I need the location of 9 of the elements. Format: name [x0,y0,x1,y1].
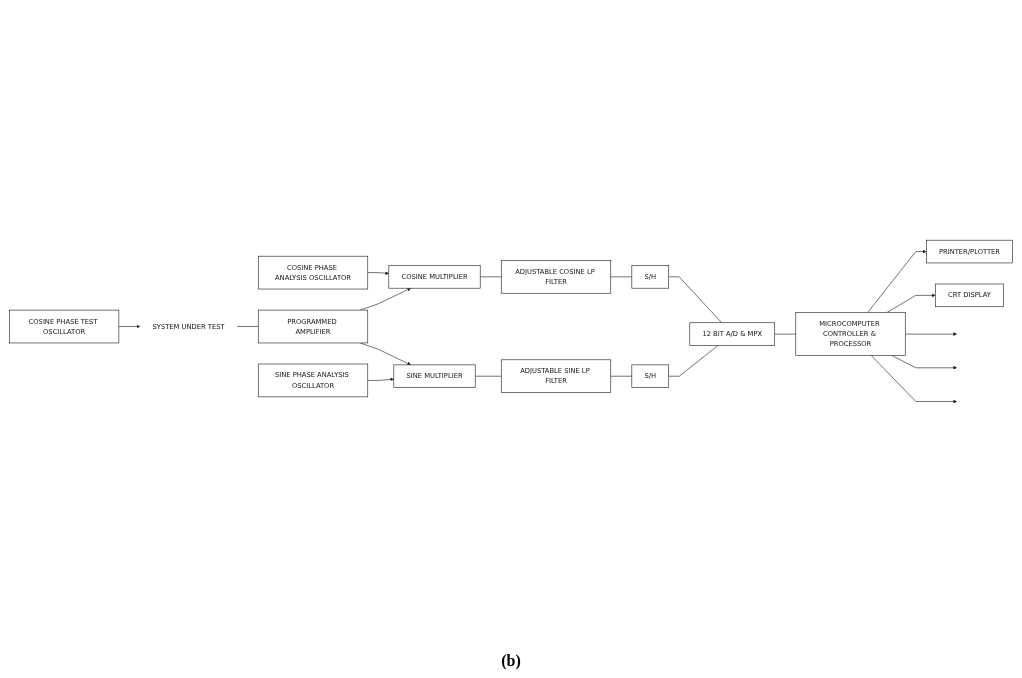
caption: (b) [501,652,521,670]
connector [668,345,719,377]
connector [479,276,502,278]
connector [236,326,259,327]
connector [774,333,797,335]
connector [610,276,633,278]
connector [668,276,723,324]
connector [474,375,502,377]
connector [610,375,633,377]
